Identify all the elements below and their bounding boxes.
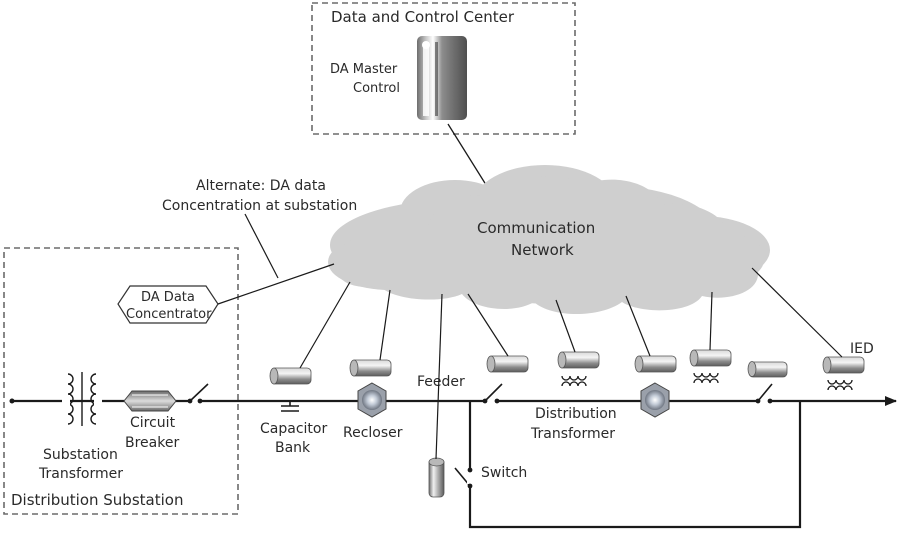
right-switch-blade <box>757 383 773 402</box>
da-data-concentrator-shape <box>117 285 219 324</box>
communication-network-cloud <box>328 165 770 314</box>
concentrator-label-line2: Concentrator <box>126 307 212 322</box>
second-transformer-symbol <box>693 372 719 384</box>
control-center-box <box>311 2 576 135</box>
circuit-breaker-label-line1: Circuit <box>130 415 176 431</box>
feeder-label: Feeder <box>417 374 465 390</box>
recloser-ied-icon <box>349 359 392 377</box>
capacitor-bank-ied-icon <box>269 367 312 385</box>
feeder-start-node <box>9 398 15 404</box>
alternate-note-line1: Alternate: DA data <box>196 178 326 194</box>
second-recloser-ied-icon <box>634 355 677 373</box>
circuit-breaker-label-line2: Breaker <box>125 435 179 451</box>
distribution-transformer-label-line1: Distribution <box>535 406 617 422</box>
second-recloser-icon <box>640 382 670 418</box>
capacitor-symbol <box>281 401 299 412</box>
loop-switch-ied-icon <box>428 457 445 498</box>
alternate-note-line2: Concentration at substation <box>162 198 357 214</box>
substation-title: Distribution Substation <box>11 491 183 509</box>
master-control-label-line2: Control <box>353 81 400 96</box>
capacitor-bank-label-line2: Bank <box>275 440 311 456</box>
control-center-title: Data and Control Center <box>331 8 515 26</box>
breaker-switch-blade <box>189 383 209 402</box>
right-switch-ied-icon <box>747 361 788 378</box>
feeder-loop-line <box>468 401 802 529</box>
concentrator-label-line1: DA Data <box>141 290 195 305</box>
ied-label: IED <box>850 341 874 357</box>
alternate-leader-line <box>244 213 279 279</box>
master-control-label-line1: DA Master <box>330 62 398 77</box>
recloser-label: Recloser <box>343 425 403 441</box>
network-label-line2: Network <box>511 241 574 259</box>
concentrator-to-network-link <box>217 263 335 305</box>
master-to-network-link <box>447 123 489 189</box>
second-transformer-ied-icon <box>689 349 732 367</box>
ied-transformer-symbol <box>827 379 853 391</box>
substation-transformer-symbol <box>67 372 97 426</box>
da-master-server-icon <box>417 36 467 120</box>
substation-transformer-label-line2: Transformer <box>38 466 123 482</box>
feeder-switch-blade <box>484 383 503 402</box>
circuit-breaker-icon <box>123 390 177 412</box>
recloser-icon <box>357 382 387 418</box>
ied-device-icon <box>822 356 865 374</box>
network-device-links <box>299 267 843 460</box>
distribution-transformer-ied-icon <box>557 351 600 369</box>
distribution-transformer-label-line2: Transformer <box>530 426 615 442</box>
switch-label: Switch <box>481 465 527 481</box>
distribution-transformer-symbol <box>561 375 587 387</box>
substation-transformer-label-line1: Substation <box>43 447 118 463</box>
feeder-switch-ied-icon <box>486 355 529 373</box>
network-label-line1: Communication <box>477 219 595 237</box>
capacitor-bank-label-line1: Capacitor <box>260 421 327 437</box>
